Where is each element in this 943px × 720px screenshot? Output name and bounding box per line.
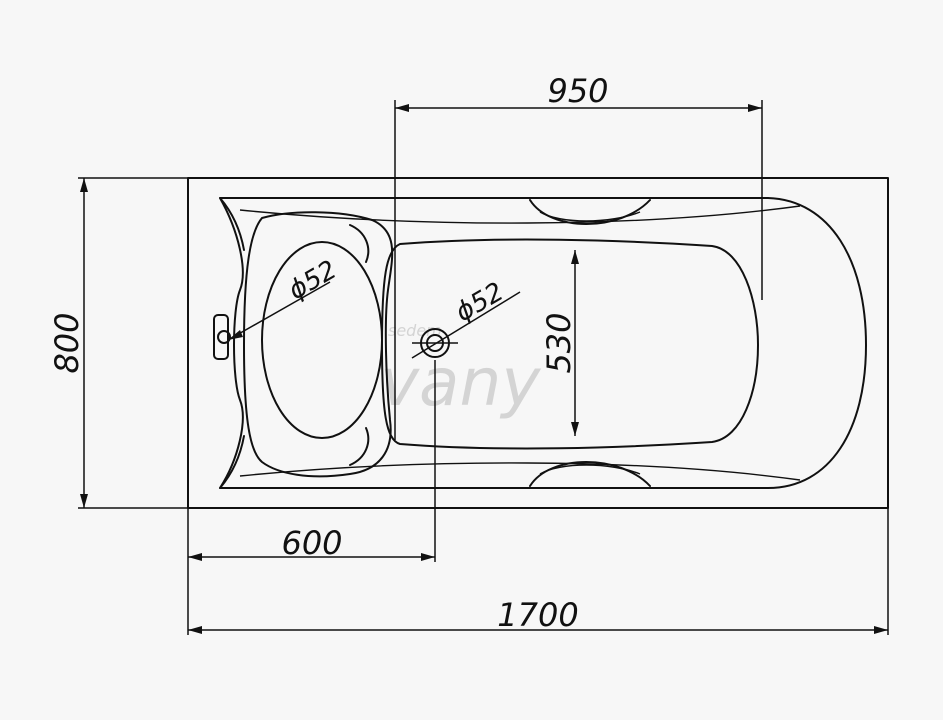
head-detail-upper (349, 224, 370, 263)
dimension-600-label: 600 (281, 524, 342, 562)
bottom-handle-inner (539, 464, 641, 475)
upper-rim-curve (239, 205, 801, 224)
head-rest-lower-line (219, 435, 245, 489)
watermark: sedem vany (380, 321, 541, 421)
dimension-950-label: 950 (547, 72, 608, 110)
overflow-leader-arrow (228, 330, 243, 340)
dimension-530: 530 (540, 250, 579, 436)
inner-basin-outline (381, 238, 759, 450)
head-area-outline (243, 211, 394, 478)
head-rest-upper-line (219, 197, 245, 251)
overflow-fitting (213, 314, 229, 360)
dimension-1700: 1700 (188, 508, 889, 635)
watermark-small-text: sedem (388, 321, 442, 340)
dimension-950: 950 (394, 72, 763, 440)
drain-diameter-label: ϕ52 (451, 277, 510, 328)
overflow-leader-line (227, 281, 331, 341)
bathtub-outer-outline (187, 177, 889, 509)
head-detail-lower (349, 427, 370, 466)
top-handle-inner (539, 211, 641, 222)
lower-rim-curve (239, 462, 801, 481)
dimension-800-label: 800 (48, 312, 86, 373)
overflow-hole (217, 330, 231, 344)
top-handle-outer (529, 199, 651, 225)
watermark-large-text: vany (380, 344, 541, 421)
drain-leader-line (411, 291, 521, 359)
drain-symbol (412, 328, 458, 358)
dimension-800: 800 (48, 177, 188, 509)
dimension-1700-label: 1700 (497, 596, 578, 634)
bottom-handle-outer (529, 461, 651, 487)
dimension-600: 600 (187, 360, 436, 635)
dimension-530-label: 530 (540, 312, 578, 373)
overflow-diameter-label: ϕ52 (284, 255, 343, 306)
